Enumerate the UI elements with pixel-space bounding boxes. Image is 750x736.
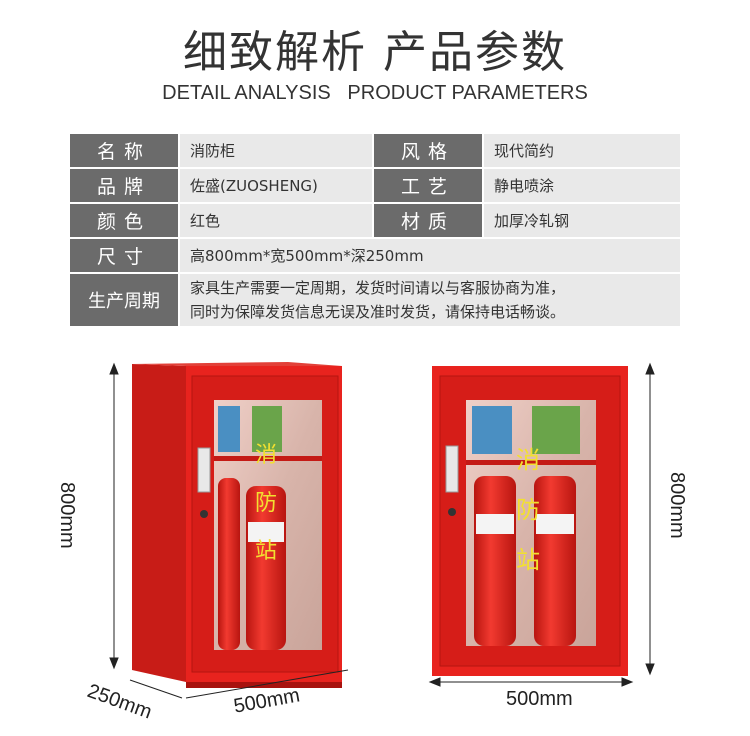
right-width-line bbox=[428, 677, 634, 687]
spec-label: 名称 bbox=[70, 134, 178, 167]
spec-value: 消防柜 bbox=[180, 134, 372, 167]
spec-label: 尺寸 bbox=[70, 239, 178, 272]
spec-label: 风格 bbox=[374, 134, 482, 167]
lock-icon bbox=[448, 508, 456, 516]
spec-table: 名称 消防柜 风格 现代简约 品牌 佐盛(ZUOSHENG) 工艺 静电喷涂 颜… bbox=[70, 134, 680, 328]
right-height-line bbox=[645, 362, 655, 676]
page-title: 细致解析 产品参数 bbox=[183, 27, 567, 78]
left-cabinet: 消 防 站 bbox=[132, 362, 342, 688]
spec-row-color: 颜色 红色 材质 加厚冷轧钢 bbox=[70, 204, 680, 237]
spec-value: 红色 bbox=[180, 204, 372, 237]
spec-value: 家具生产需要一定周期，发货时间请以与客服协商为准， 同时为保障发货信息无误及准时… bbox=[180, 274, 680, 326]
right-cabinet: 消 防 站 bbox=[432, 366, 628, 676]
spec-label: 颜色 bbox=[70, 204, 178, 237]
spec-value: 加厚冷轧钢 bbox=[484, 204, 680, 237]
left-width-line bbox=[185, 669, 349, 699]
product-illustration: 消 防 站 消 防 站 bbox=[109, 362, 655, 699]
door-char: 站 bbox=[255, 539, 277, 564]
spec-row-size: 尺寸 高800mm*宽500mm*深250mm bbox=[70, 239, 680, 272]
door-handle bbox=[445, 445, 459, 493]
spec-value: 高800mm*宽500mm*深250mm bbox=[180, 239, 680, 272]
door-char: 站 bbox=[516, 546, 540, 574]
page-subtitle: DETAIL ANALYSIS PRODUCT PARAMETERS bbox=[162, 82, 588, 104]
lock-icon bbox=[200, 510, 208, 518]
door-handle bbox=[197, 447, 211, 493]
extinguisher-icon bbox=[534, 476, 576, 646]
door-char: 消 bbox=[255, 443, 277, 468]
spec-label: 工艺 bbox=[374, 169, 482, 202]
left-depth-line bbox=[129, 679, 183, 699]
door-char: 防 bbox=[255, 491, 277, 516]
spec-value: 现代简约 bbox=[484, 134, 680, 167]
right-width-label: 500mm bbox=[506, 688, 573, 710]
right-height-label: 800mm bbox=[666, 472, 688, 539]
spec-label: 品牌 bbox=[70, 169, 178, 202]
spec-row-cycle: 生产周期 家具生产需要一定周期，发货时间请以与客服协商为准， 同时为保障发货信息… bbox=[70, 274, 680, 326]
spec-value: 佐盛(ZUOSHENG) bbox=[180, 169, 372, 202]
extinguisher-icon bbox=[218, 478, 240, 650]
spec-row-brand: 品牌 佐盛(ZUOSHENG) 工艺 静电喷涂 bbox=[70, 169, 680, 202]
spec-label: 生产周期 bbox=[70, 274, 178, 326]
spec-row-name: 名称 消防柜 风格 现代简约 bbox=[70, 134, 680, 167]
spec-value: 静电喷涂 bbox=[484, 169, 680, 202]
door-char: 消 bbox=[516, 446, 540, 474]
left-height-label: 800mm bbox=[56, 482, 78, 549]
cycle-line: 家具生产需要一定周期，发货时间请以与客服协商为准， bbox=[190, 279, 566, 297]
spec-label: 材质 bbox=[374, 204, 482, 237]
door-char: 防 bbox=[516, 496, 540, 524]
left-height-line bbox=[109, 362, 119, 670]
extinguisher-icon bbox=[474, 476, 516, 646]
cycle-line: 同时为保障发货信息无误及准时发货，请保持电话畅谈。 bbox=[190, 303, 566, 321]
